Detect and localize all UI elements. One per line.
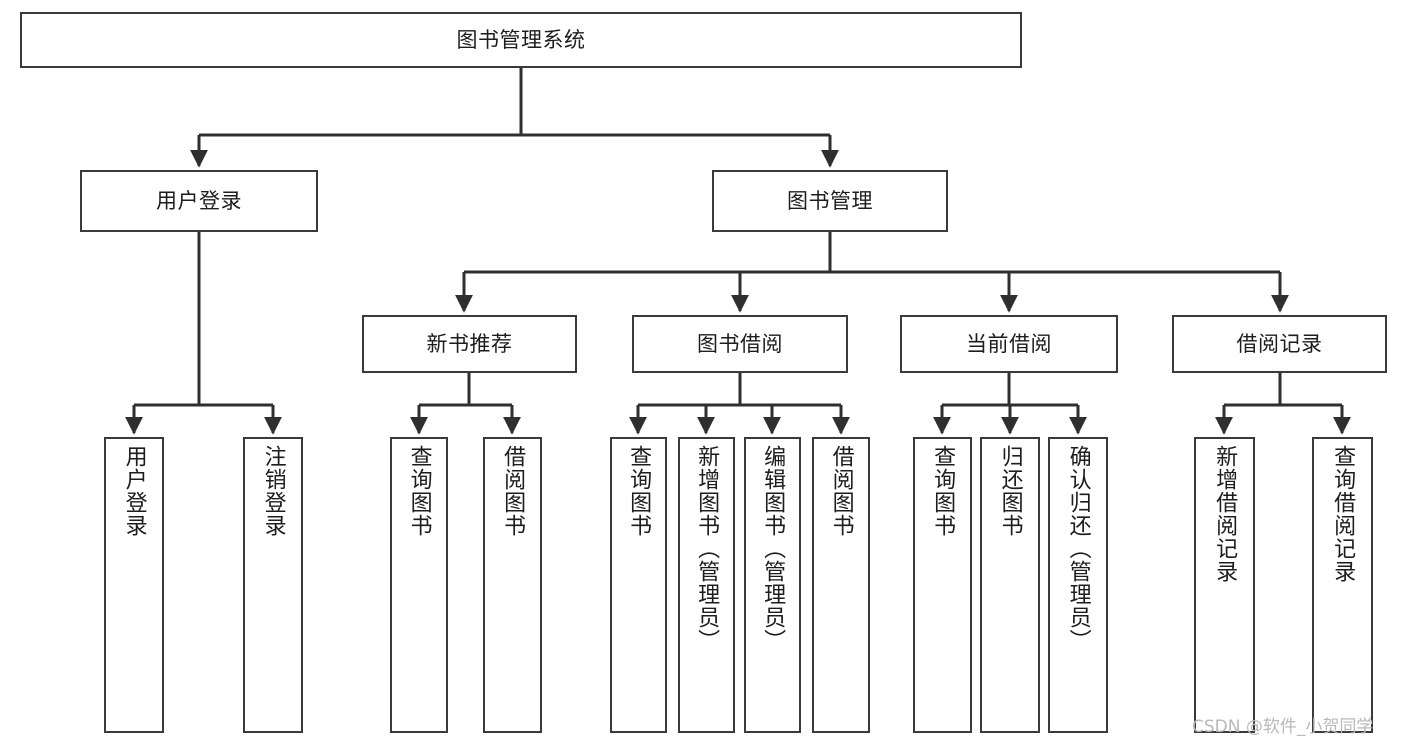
leaf-logout[interactable]: 注销登录 — [243, 437, 303, 733]
leaf-label: 编辑图书（管理员） — [760, 445, 786, 652]
leaf-label: 借阅图书 — [828, 445, 854, 537]
leaf-confirm-return-admin[interactable]: 确认归还（管理员） — [1048, 437, 1108, 733]
node-level1-book-management[interactable]: 图书管理 — [712, 170, 948, 232]
leaf-label: 新增借阅记录 — [1212, 445, 1238, 583]
leaf-add-book-admin[interactable]: 新增图书（管理员） — [678, 437, 735, 733]
node-label: 图书借阅 — [697, 331, 783, 356]
leaf-label: 查询图书 — [406, 445, 432, 537]
leaf-label: 确认归还（管理员） — [1065, 445, 1091, 652]
node-level1-user-login[interactable]: 用户登录 — [80, 170, 318, 232]
leaf-label: 归还图书 — [997, 445, 1023, 537]
leaf-add-borrow-record[interactable]: 新增借阅记录 — [1194, 437, 1255, 733]
node-level2-new-book-recommend[interactable]: 新书推荐 — [362, 315, 577, 373]
node-root-label: 图书管理系统 — [456, 27, 586, 52]
node-label: 用户登录 — [156, 188, 242, 213]
leaf-query-book-current[interactable]: 查询图书 — [913, 437, 972, 733]
watermark-text: CSDN @软件_小贺同学 — [1192, 717, 1374, 737]
leaf-label: 注销登录 — [260, 445, 286, 537]
node-label: 当前借阅 — [966, 331, 1052, 356]
leaf-return-book[interactable]: 归还图书 — [980, 437, 1040, 733]
leaf-borrow-book-recommend[interactable]: 借阅图书 — [483, 437, 542, 733]
leaf-query-borrow-record[interactable]: 查询借阅记录 — [1312, 437, 1373, 733]
leaf-label: 查询图书 — [626, 445, 652, 537]
node-level2-borrow-record[interactable]: 借阅记录 — [1172, 315, 1387, 373]
leaf-user-login[interactable]: 用户登录 — [104, 437, 164, 733]
node-level2-book-borrow[interactable]: 图书借阅 — [632, 315, 848, 373]
node-level2-current-borrow[interactable]: 当前借阅 — [900, 315, 1118, 373]
node-root[interactable]: 图书管理系统 — [20, 12, 1022, 68]
leaf-label: 借阅图书 — [500, 445, 526, 537]
leaf-label: 用户登录 — [121, 445, 147, 537]
node-label: 新书推荐 — [426, 331, 513, 356]
node-label: 图书管理 — [787, 188, 873, 213]
leaf-label: 查询图书 — [930, 445, 956, 537]
leaf-borrow-book[interactable]: 借阅图书 — [812, 437, 870, 733]
leaf-query-book-recommend[interactable]: 查询图书 — [390, 437, 448, 733]
leaf-query-book-borrow[interactable]: 查询图书 — [610, 437, 667, 733]
leaf-label: 新增图书（管理员） — [694, 445, 720, 652]
node-label: 借阅记录 — [1236, 331, 1323, 356]
leaf-label: 查询借阅记录 — [1330, 445, 1356, 583]
leaf-edit-book-admin[interactable]: 编辑图书（管理员） — [744, 437, 801, 733]
